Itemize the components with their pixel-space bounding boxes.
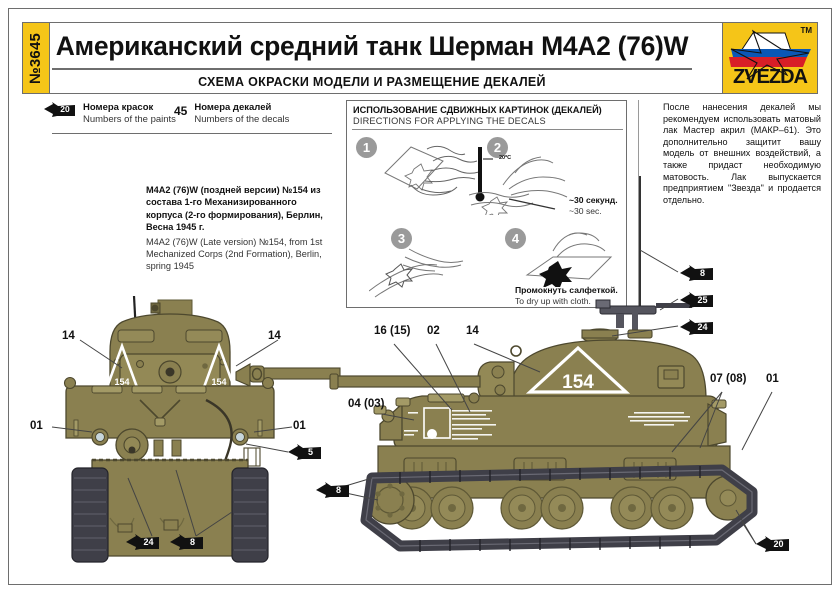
callout-side-14: 14 xyxy=(466,325,479,337)
trademark-symbol: TM xyxy=(800,26,812,35)
paint-marker-side-20: 20 xyxy=(756,536,790,552)
paint-marker-side-25-number: 25 xyxy=(697,294,708,305)
svg-text:154: 154 xyxy=(562,372,594,393)
page-title: Американский средний танк Шерман M4A2 (7… xyxy=(55,31,689,61)
paint-marker-front-24: 24 xyxy=(126,534,160,550)
front-track-left xyxy=(71,467,109,563)
side-hull-stencils xyxy=(404,407,690,440)
varnish-recommendation-note: После нанесения декалей мы рекомендуем и… xyxy=(663,102,821,205)
callout-side-04-03: 04 (03) xyxy=(348,398,385,410)
front-track-right xyxy=(231,467,269,563)
side-decal-154: 154 xyxy=(525,345,631,394)
model-description: M4A2 (76)W (поздней версии) №154 из сост… xyxy=(146,184,331,273)
decal-directions-box: ИСПОЛЬЗОВАНИЕ СДВИЖНЫХ КАРТИНОК (ДЕКАЛЕЙ… xyxy=(346,100,627,308)
page-subtitle: СХЕМА ОКРАСКИ МОДЕЛИ И РАЗМЕЩЕНИЕ ДЕКАЛЕ… xyxy=(198,74,546,89)
header-box xyxy=(22,22,818,94)
legend-paint-entry: 20 Номера красок Numbers of the paints xyxy=(44,102,176,126)
kit-number-label: №3645 xyxy=(27,32,45,84)
decal-box-title-ru: ИСПОЛЬЗОВАНИЕ СДВИЖНЫХ КАРТИНОК (ДЕКАЛЕЙ… xyxy=(353,105,602,115)
paint-marker-front-8: 8 xyxy=(170,534,204,550)
paint-star-marker-icon: 20 xyxy=(44,102,76,117)
callout-front-01-right: 01 xyxy=(293,420,306,432)
paint-marker-front-8-number: 8 xyxy=(189,536,195,547)
callout-side-16-15: 16 (15) xyxy=(374,325,411,337)
model-description-en: M4A2 (76)W (Late version) №154, from 1st… xyxy=(146,236,323,272)
front-gun-barrel xyxy=(235,363,341,387)
decal-step-3-illustration xyxy=(369,248,464,298)
decal-step-2-note-en: ~30 sec. xyxy=(569,206,602,216)
callout-side-01: 01 xyxy=(766,373,779,385)
paint-marker-front-5: 5 xyxy=(288,444,322,460)
paint-marker-side-20-number: 20 xyxy=(773,538,784,549)
side-machine-gun xyxy=(595,299,692,332)
decal-step-4-illustration xyxy=(525,232,613,287)
legend-decal-label-en: Numbers of the decals xyxy=(194,114,290,125)
side-gun-barrel xyxy=(333,375,481,388)
callout-side-07-08: 07 (08) xyxy=(710,373,747,385)
svg-text:154: 154 xyxy=(114,377,129,387)
callout-side-02: 02 xyxy=(427,325,440,337)
decal-step-4-note-ru: Промокнуть салфеткой. xyxy=(515,285,618,295)
paint-marker-side-24-number: 24 xyxy=(697,321,708,332)
legend-decal-entry: 45 Номера декалей Numbers of the decals xyxy=(174,102,289,126)
decal-step-2-note-ru: ~30 секунд. xyxy=(569,195,618,205)
decal-step-4-number: 4 xyxy=(505,228,526,249)
legend-divider xyxy=(52,133,332,135)
zvezda-star-flag-icon xyxy=(729,29,811,80)
decal-step-4-note-en: To dry up with cloth. xyxy=(515,296,591,306)
side-upper-hull xyxy=(393,395,719,449)
callout-front-14-right: 14 xyxy=(268,330,281,342)
paint-marker-side-8-top: 8 xyxy=(680,265,714,281)
decal-step-2-illustration xyxy=(469,147,568,215)
tank-side-view: 154 xyxy=(329,176,773,552)
kit-number-tab: №3645 xyxy=(22,22,50,94)
page-frame xyxy=(8,8,832,585)
decal-step-1-number: 1 xyxy=(356,137,377,158)
svg-text:154: 154 xyxy=(211,377,226,387)
paint-marker-front-24-number: 24 xyxy=(143,536,154,547)
decal-step-2-temperature: 20ºC xyxy=(499,155,512,161)
callout-front-14-left: 14 xyxy=(62,330,75,342)
decal-step-2-number: 2 xyxy=(487,137,508,158)
right-note-divider xyxy=(638,100,640,308)
model-description-ru: M4A2 (76)W (поздней версии) №154 из сост… xyxy=(146,185,323,233)
paint-marker-side-24: 24 xyxy=(680,319,714,335)
tank-front-view: 154 154 xyxy=(51,295,341,563)
legend-paint-label-en: Numbers of the paints xyxy=(83,114,176,125)
legend-paint-label-ru: Номера красок xyxy=(83,102,154,113)
legend: 20 Номера красок Numbers of the paints 4… xyxy=(22,100,332,136)
paint-marker-side-8-left: 8 xyxy=(316,482,350,498)
decal-box-title-en: DIRECTIONS FOR APPLYING THE DECALS xyxy=(353,116,546,126)
decal-marker-number: 45 xyxy=(174,104,188,118)
decal-step-3-number: 3 xyxy=(391,228,412,249)
zvezda-logo: TM ZVEZDA xyxy=(722,22,818,94)
brand-name: ZVEZDA xyxy=(733,66,808,88)
callout-front-01-left: 01 xyxy=(30,420,43,432)
paint-marker-side-8-left-number: 8 xyxy=(335,484,341,495)
paint-marker-number: 20 xyxy=(60,104,70,114)
paint-marker-side-25: 25 xyxy=(680,292,714,308)
paint-marker-side-8-top-number: 8 xyxy=(699,267,705,278)
paint-marker-front-5-number: 5 xyxy=(307,446,313,457)
legend-decal-label-ru: Номера декалей xyxy=(194,102,272,113)
decal-box-divider xyxy=(352,129,623,130)
title-divider xyxy=(52,68,692,70)
decal-step-1-illustration xyxy=(384,145,480,196)
